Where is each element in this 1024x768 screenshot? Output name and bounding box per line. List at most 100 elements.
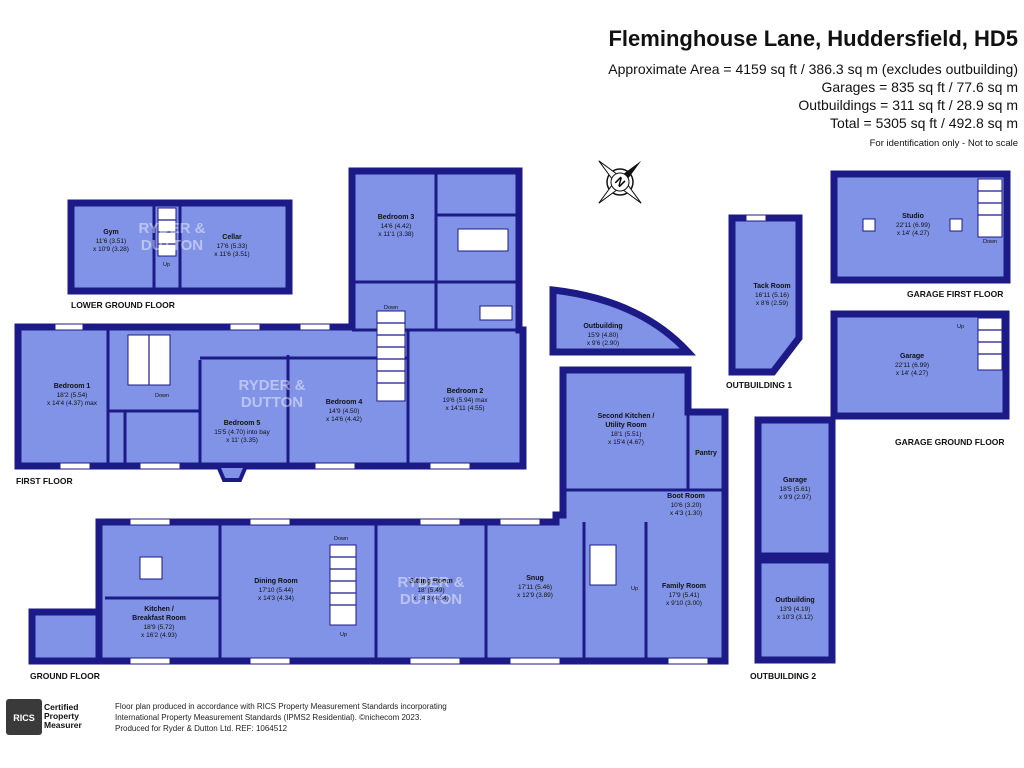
garage-first-floor: Down Studio 22'11 (6.99) x 14' (4.27) GA…	[830, 170, 1011, 299]
tack-room-name: Tack Room	[753, 283, 790, 290]
tack-room-dim-1: 16'11 (5.16)	[755, 292, 789, 299]
cellar-dim-2: x 11'6 (3.51)	[214, 251, 249, 258]
rics-logo-icon: RICS	[6, 699, 42, 735]
watermark-3b: DUTTON	[400, 591, 462, 608]
svg-text:RICS: RICS	[13, 713, 35, 723]
second-kitchen-dim-2: x 15'4 (4.67)	[608, 439, 644, 446]
garage-first-floor-label: GARAGE FIRST FLOOR	[907, 289, 1003, 299]
studio-dim-2: x 14' (4.27)	[897, 230, 929, 237]
cellar-name: Cellar	[222, 234, 242, 241]
lower-ground-floor: Up Gym 11'6 (3.51) x 10'9 (3.28) Cellar …	[67, 199, 293, 310]
badge-line-1: Certified	[44, 702, 79, 712]
tack-room-dim-2: x 8'6 (2.59)	[756, 300, 788, 307]
outbuilding2-dim-2: x 10'3 (3.12)	[777, 614, 813, 621]
watermark-2: RYDER &	[239, 377, 306, 394]
cellar-dim-1: 17'6 (5.33)	[217, 243, 248, 250]
outbuilding2-dim-1: 13'9 (4.19)	[780, 606, 811, 613]
garage-ground-floor-label: GARAGE GROUND FLOOR	[895, 437, 1005, 447]
studio-dim-1: 22'11 (6.99)	[896, 222, 930, 229]
gf-stair-down: Down	[334, 536, 348, 542]
watermark-1b: DUTTON	[141, 237, 203, 254]
bedroom1-name: Bedroom 1	[54, 383, 91, 390]
bedroom2-dim-2: x 14'11 (4.55)	[445, 405, 484, 412]
garage-small-dim-2: x 9'9 (2.97)	[779, 494, 811, 501]
outbuilding-1: Tack Room 16'11 (5.16) x 8'6 (2.59) OUTB…	[726, 214, 803, 390]
gf-stair-up: Up	[340, 632, 347, 638]
badge-line-3: Measurer	[44, 720, 82, 730]
scale-note: For identification only - Not to scale	[869, 138, 1018, 149]
outbuilding-name: Outbuilding	[583, 323, 622, 330]
family-dim-2: x 9'10 (3.00)	[666, 600, 702, 607]
bedroom2-name: Bedroom 2	[447, 388, 484, 395]
footer-text: Floor plan produced in accordance with R…	[115, 701, 447, 734]
bedroom5-dim-2: x 11' (3.35)	[226, 437, 258, 444]
gym-stair-up: Up	[163, 262, 170, 268]
outbuilding-2: Garage 18'5 (5.61) x 9'9 (2.97) Outbuild…	[750, 416, 836, 681]
boot-room-dim-2: x 4'3 (1.30)	[670, 510, 702, 517]
area-line-3: Outbuildings = 311 sq ft / 28.9 sq m	[798, 97, 1018, 113]
gym-name: Gym	[103, 229, 119, 236]
bedroom2-dim-1: 19'6 (5.94) max	[443, 397, 489, 404]
footer-line-1: Floor plan produced in accordance with R…	[115, 702, 447, 711]
garage-big-name: Garage	[900, 353, 924, 360]
area-line-1: Approximate Area = 4159 sq ft / 386.3 sq…	[608, 61, 1018, 77]
badge-line-2: Property	[44, 711, 79, 721]
kitchen-name: Kitchen /	[144, 606, 174, 613]
outbuilding-dim-1: 15'9 (4.80)	[588, 332, 619, 339]
dining-name: Dining Room	[254, 578, 298, 585]
outbuilding-curved: Outbuilding 15'9 (4.80) x 9'6 (2.90)	[549, 286, 696, 356]
gym-dim-2: x 10'9 (3.28)	[93, 246, 129, 253]
garage-stair-up: Up	[957, 324, 964, 330]
pantry-name: Pantry	[695, 450, 717, 457]
ground-floor-label: GROUND FLOOR	[30, 671, 100, 681]
compass-icon: N	[598, 160, 642, 204]
outbuilding2-name: Outbuilding	[775, 597, 814, 604]
outbuilding-dim-2: x 9'6 (2.90)	[587, 340, 619, 347]
bedroom4-dim-1: 14'9 (4.50)	[329, 408, 360, 415]
area-line-2: Garages = 835 sq ft / 77.6 sq m	[821, 79, 1019, 95]
studio-stair-down: Down	[983, 239, 997, 245]
watermark-3: RYDER &	[398, 574, 465, 591]
dining-dim-1: 17'10 (5.44)	[259, 587, 294, 594]
sitting-dim-1: 18' (5.49)	[417, 587, 444, 594]
ff-stair2-down: Down	[155, 393, 169, 399]
studio-name: Studio	[902, 213, 924, 220]
second-kitchen-name-2: Utility Room	[605, 422, 646, 429]
kitchen-name-2: Breakfast Room	[132, 615, 186, 622]
rics-badge: RICS Certified Property Measurer	[6, 699, 92, 735]
bedroom4-dim-2: x 14'6 (4.42)	[326, 416, 362, 423]
snug-dim-1: 17'11 (5.46)	[518, 584, 552, 591]
gf-stair2-up: Up	[631, 586, 638, 592]
garage-big-dim-2: x 14' (4.27)	[896, 370, 928, 377]
first-floor-label: FIRST FLOOR	[16, 476, 73, 486]
family-dim-1: 17'9 (5.41)	[669, 592, 700, 599]
kitchen-dim-2: x 16'2 (4.93)	[141, 632, 177, 639]
garage-big-dim-1: 22'11 (6.99)	[895, 362, 929, 369]
ground-floor: Down Up Up Kitchen / Breakfast Room 18'9…	[28, 366, 729, 681]
footer-line-3: Produced for Ryder & Dutton Ltd. REF: 10…	[115, 724, 288, 733]
garage-small-dim-1: 18'5 (5.61)	[780, 486, 811, 493]
page-title: Fleminghouse Lane, Huddersfield, HD5	[608, 26, 1018, 51]
bedroom3-dim-1: 14'6 (4.42)	[381, 223, 412, 230]
second-kitchen-name: Second Kitchen /	[598, 413, 655, 420]
bedroom1-dim-2: x 14'4 (4.37) max	[47, 400, 98, 407]
garage-ground-floor: Up Garage 22'11 (6.99) x 14' (4.27) GARA…	[830, 310, 1010, 447]
bedroom4-name: Bedroom 4	[326, 399, 363, 406]
outbuilding1-label: OUTBUILDING 1	[726, 380, 792, 390]
garage-small-name: Garage	[783, 477, 807, 484]
dining-dim-2: x 14'3 (4.34)	[258, 595, 294, 602]
bedroom3-name: Bedroom 3	[378, 214, 415, 221]
first-floor: Down Down Bedroom 1 18'2 (5.54) x 14'4 (…	[14, 167, 527, 486]
second-kitchen-dim-1: 18'1 (5.51)	[611, 431, 642, 438]
ff-stair-down: Down	[384, 305, 398, 311]
boot-room-dim-1: 10'6 (3.20)	[671, 502, 702, 509]
bedroom5-name: Bedroom 5	[224, 420, 261, 427]
watermark-2b: DUTTON	[241, 394, 303, 411]
watermark-1: RYDER &	[139, 220, 206, 237]
bedroom5-dim-1: 15'5 (4.70) into bay	[214, 429, 270, 436]
gym-dim-1: 11'6 (3.51)	[96, 238, 126, 245]
sitting-dim-2: x 14'3 (4.34)	[413, 595, 449, 602]
lower-ground-floor-label: LOWER GROUND FLOOR	[71, 300, 175, 310]
boot-room-name: Boot Room	[667, 493, 705, 500]
